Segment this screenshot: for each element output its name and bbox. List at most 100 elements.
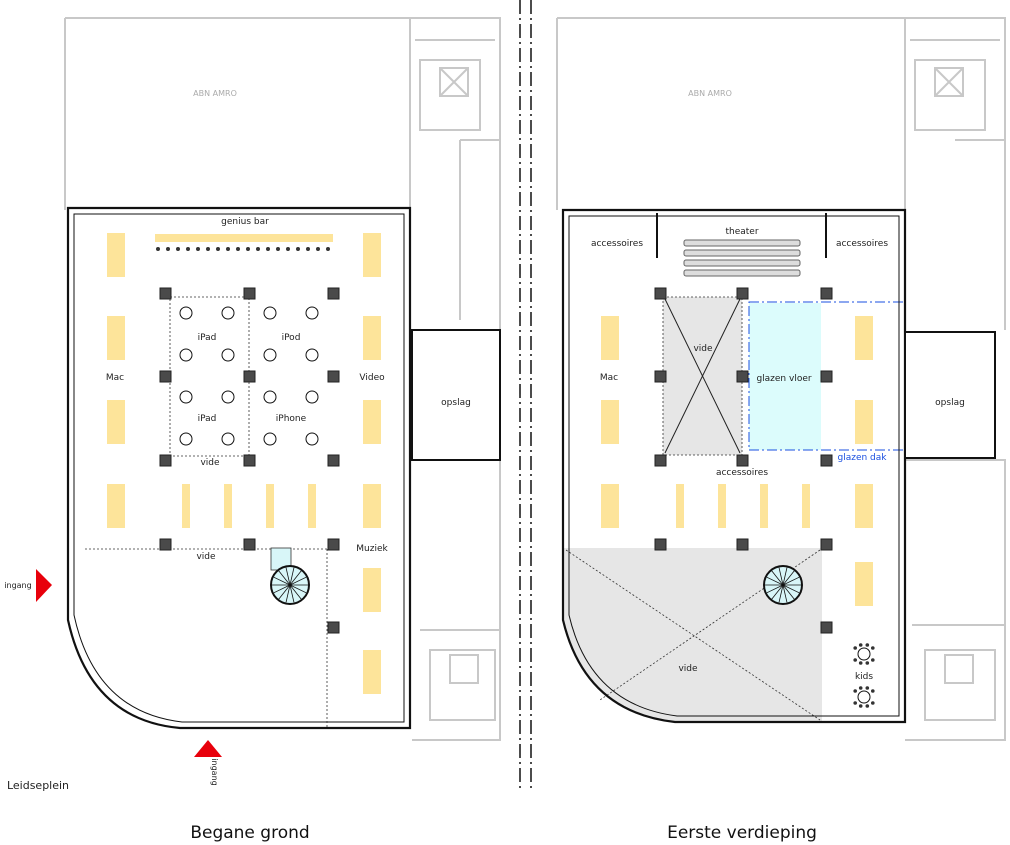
column [327,370,340,383]
column [327,621,340,634]
display-table [308,484,316,528]
stool [246,247,250,251]
column [820,538,833,551]
stool [236,247,240,251]
round-table [179,348,193,362]
kids-chair [871,646,875,650]
stair-step [766,576,784,586]
stair-step [782,584,800,594]
entrance-left-label: ingang [4,581,31,590]
stair-step [289,576,307,586]
kids-chair [865,686,870,690]
column [820,454,833,467]
column [820,370,833,383]
column [820,621,833,634]
mac-label: Mac [106,373,124,383]
round-table [263,390,277,404]
column [736,370,749,383]
building-label: ABN AMRO [193,89,237,98]
display-table [363,316,381,360]
stool [206,247,210,251]
display-tables [601,316,873,606]
vide-center-cross [664,298,741,454]
round-table [305,390,319,404]
column [820,287,833,300]
round-table [221,390,235,404]
theater-label: theater [725,227,758,237]
kids-table [857,690,871,704]
first-floor-plan: ABN AMRO opslag accessoires theater acce… [556,17,1006,843]
display-table [855,316,873,360]
store-walls [66,206,412,730]
entrance-bottom[interactable]: ingang [194,740,222,786]
opslag-label: opslag [935,398,965,408]
seat-row [683,269,801,277]
plan-title: Eerste verdieping [667,823,817,843]
stool [316,247,320,251]
column [654,370,667,383]
display-table [107,233,125,277]
opslag-label: opslag [441,398,471,408]
round-table [305,432,319,446]
display-table [855,400,873,444]
display-table [760,484,768,528]
kids-chair [865,643,870,647]
display-table [802,484,810,528]
display-table [224,484,232,528]
column [159,454,172,467]
kids-chair [858,643,863,647]
ipod-label: iPod [282,333,301,343]
stool [156,247,160,251]
stool [306,247,310,251]
plan-divider [519,0,532,790]
accessoires-center-label: accessoires [716,468,768,478]
genius-bar-stools [156,247,330,251]
stair-step [782,567,788,586]
accessoires-right-label: accessoires [836,239,888,249]
display-table [601,400,619,444]
round-table [263,348,277,362]
entrance-arrow-icon [194,740,222,757]
kids-label: kids [855,672,873,682]
kids-chair [853,701,857,705]
spiral-stair [270,547,310,605]
glass-floor [749,303,821,450]
glazen-dak-label: glazen dak [838,453,888,463]
stool [256,247,260,251]
kids-chair [871,701,875,705]
kids-chair [871,689,875,693]
kids-chair [858,661,863,665]
stair-step [766,584,784,594]
stair-step [289,570,302,586]
round-table [263,306,277,320]
display-tables [107,233,381,694]
kids-chair [858,686,863,690]
stair-step [273,576,291,586]
vide-center-label: vide [200,458,220,468]
plan-title: Begane grond [190,823,309,843]
stair-step [782,576,800,586]
round-table [305,306,319,320]
stool [326,247,330,251]
ground-floor-plan: ABN AMRO opslag genius bar iPad iPod iPa… [4,17,501,843]
display-table [363,400,381,444]
entrance-left[interactable]: ingang [4,569,52,602]
stool [216,247,220,251]
vide-center-label: vide [693,344,713,354]
kids-table [857,647,871,661]
round-table [263,432,277,446]
column [736,287,749,300]
column [159,287,172,300]
spiral-stair [763,565,803,605]
seat-row [683,259,801,267]
column [159,370,172,383]
vide-lower-label: vide [196,552,216,562]
kids-chair [853,689,857,693]
stair-step [771,570,784,586]
column [159,538,172,551]
column [327,538,340,551]
column [654,538,667,551]
genius-bar-counter [155,234,333,242]
stair-step [278,584,291,600]
stair-step [782,584,795,600]
